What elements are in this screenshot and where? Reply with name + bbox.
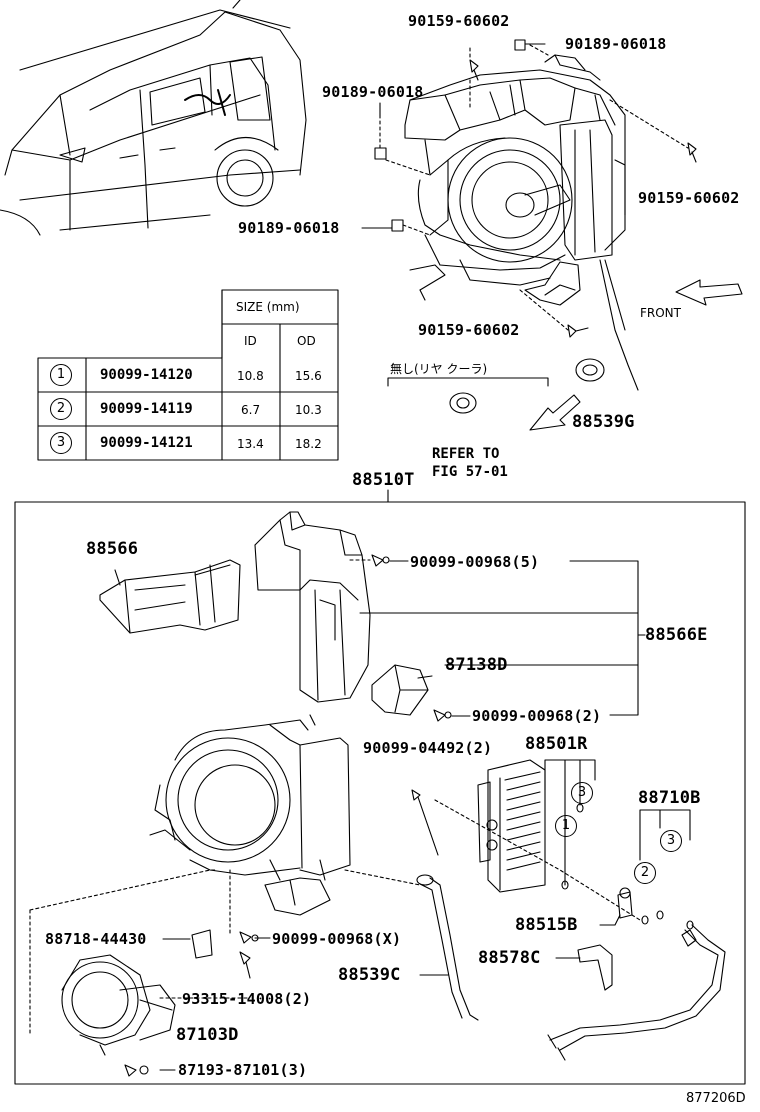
hose-88539c (416, 874, 479, 1021)
callout-2-pipe: 2 (634, 862, 656, 884)
size-table-col-id: ID (244, 334, 257, 348)
blower-motor (61, 954, 176, 1056)
label-front: FRONT (640, 306, 681, 320)
label-88539c: 88539C (338, 965, 401, 985)
label-88515b: 88515B (515, 915, 578, 935)
blower-case-lower (149, 714, 351, 916)
size-row-2-part: 90099-14119 (100, 401, 193, 417)
expansion-valve (617, 887, 633, 919)
pipe-88710b (547, 924, 726, 1061)
label-90189-left1: 90189-06018 (322, 83, 424, 101)
size-table-col-od: OD (297, 334, 316, 348)
label-nashi: 無し(リヤ クーラ) (390, 362, 488, 376)
label-88566e: 88566E (645, 625, 708, 645)
size-row-3-no: 3 (50, 432, 72, 454)
label-90189-left2: 90189-06018 (238, 219, 340, 237)
size-table-grid (37, 289, 339, 461)
size-row-2-no: 2 (50, 398, 72, 420)
label-93315-14008: 93315-14008(2) (182, 990, 312, 1008)
size-row-2-od: 10.3 (295, 403, 322, 417)
label-87138d: 87138D (445, 655, 508, 675)
evaporator (477, 759, 584, 893)
size-row-1-od: 15.6 (295, 369, 322, 383)
label-88510t: 88510T (352, 470, 415, 490)
duct-88566 (99, 559, 241, 634)
callout-3-pipe: 3 (660, 830, 682, 852)
figure-number: 877206D (686, 1091, 746, 1106)
label-90099-00968-2: 90099-00968(2) (472, 707, 602, 725)
size-row-1-no: 1 (50, 364, 72, 386)
insulator-88578c (577, 944, 613, 991)
lower-leaders (159, 560, 691, 1071)
label-88566: 88566 (86, 539, 139, 559)
label-87193-87101: 87193-87101(3) (178, 1061, 308, 1079)
size-row-3-part: 90099-14121 (100, 435, 193, 451)
label-88539g: 88539G (572, 412, 635, 432)
vehicle-illustration (0, 0, 307, 236)
upper-leaders (379, 44, 689, 331)
size-row-3-id: 13.4 (237, 437, 264, 451)
label-88578c: 88578C (478, 948, 541, 968)
upper-cooler-unit (404, 54, 639, 391)
label-90159-right: 90159-60602 (638, 189, 740, 207)
size-row-3-od: 18.2 (295, 437, 322, 451)
size-row-2-id: 6.7 (241, 403, 261, 417)
size-row-1-id: 10.8 (237, 369, 264, 383)
part-87138d (371, 664, 433, 716)
size-row-1-part: 90099-14120 (100, 367, 193, 383)
label-88710b: 88710B (638, 788, 701, 808)
label-90099-04492-2: 90099-04492(2) (363, 739, 493, 757)
size-table-header: SIZE (mm) (236, 300, 300, 314)
label-87103d: 87103D (176, 1025, 239, 1045)
label-88718-44430: 88718-44430 (45, 930, 147, 948)
label-88501r: 88501R (525, 734, 588, 754)
label-90099-00968-x: 90099-00968(X) (272, 930, 402, 948)
assembly-box (14, 501, 746, 1085)
label-90159-top: 90159-60602 (408, 12, 510, 30)
case-88566e (254, 511, 371, 703)
front-arrow (675, 279, 743, 306)
label-90099-00968-5: 90099-00968(5) (410, 553, 540, 571)
label-refer-line1: REFER TO (432, 446, 500, 462)
callout-3-evaporator: 3 (571, 782, 593, 804)
label-90159-bottom: 90159-60602 (418, 321, 520, 339)
label-90189-top: 90189-06018 (565, 35, 667, 53)
callout-1-evaporator: 1 (555, 815, 577, 837)
label-refer-line2: FIG 57-01 (432, 464, 508, 480)
